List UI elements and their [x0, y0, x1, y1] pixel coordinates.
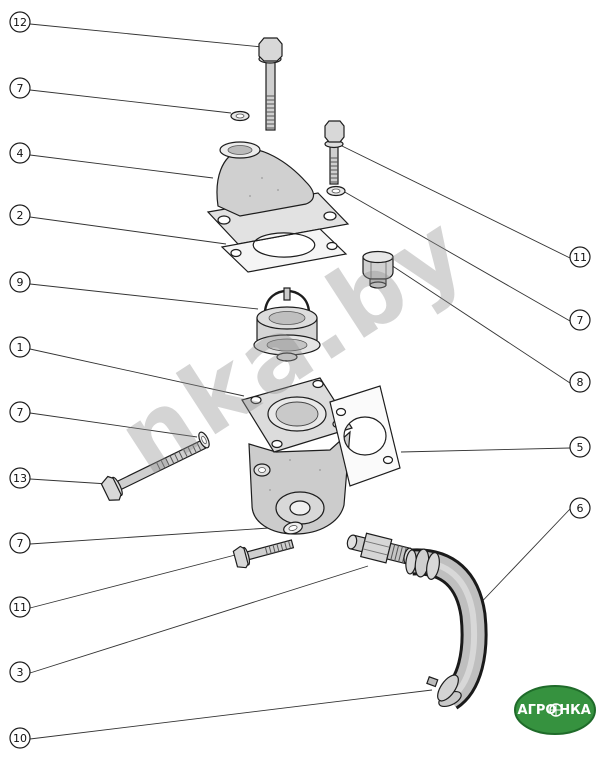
gasket-upper-icon	[220, 228, 348, 273]
leader-line	[29, 154, 214, 179]
washer-icon	[198, 431, 210, 449]
leader-line	[29, 23, 263, 48]
callout-number: 9	[17, 276, 24, 289]
callout-bubble: 7	[9, 401, 31, 423]
leader-line	[471, 508, 571, 613]
callout-bubble: 1	[9, 336, 31, 358]
washer-icon	[326, 185, 346, 197]
parts-layer	[100, 37, 488, 710]
callout-bubble: 11	[9, 596, 31, 618]
callout-number: 7	[17, 537, 24, 550]
thermostat-icon	[253, 287, 321, 362]
callout-number: 7	[17, 406, 24, 419]
callout-bubble: 7	[569, 309, 591, 331]
leader-line	[29, 348, 245, 397]
callout-number: 8	[577, 376, 584, 389]
housing-cover-icon	[206, 141, 350, 245]
plug-icon	[362, 250, 394, 289]
leader-line	[29, 412, 198, 438]
callouts-left: 12 7 4 2 9 1 7 13	[9, 11, 31, 749]
callout-bubble: 3	[9, 661, 31, 683]
logo-text-right: НКА	[559, 703, 591, 718]
callout-bubble: 4	[9, 142, 31, 164]
callout-bubble: 8	[569, 371, 591, 393]
leader-line	[29, 526, 285, 545]
logo-text-left: АГРО	[518, 703, 557, 718]
callout-bubble: 5	[569, 436, 591, 458]
gasket-lower-icon	[329, 385, 401, 487]
callout-bubble: 6	[569, 497, 591, 519]
leader-line	[390, 264, 571, 384]
bolt-lower-icon	[232, 539, 295, 569]
leader-line	[29, 283, 259, 310]
bolt-top-icon	[258, 37, 283, 131]
hose-clamp-icon	[414, 548, 440, 580]
callouts-right: 11 7 8 5 6	[569, 246, 591, 519]
washer-icon	[283, 521, 303, 535]
callout-bubble: 11	[569, 246, 591, 268]
callout-number: 11	[573, 251, 587, 264]
callout-number: 5	[577, 441, 584, 454]
washer-icon	[230, 110, 250, 122]
leader-line	[341, 145, 571, 259]
callout-number: 12	[13, 16, 27, 29]
leader-line	[29, 478, 109, 485]
callout-number: 11	[13, 601, 27, 614]
leader-line	[342, 190, 571, 322]
vendor-logo: АГРО НКА	[514, 685, 596, 735]
leader-lines	[29, 23, 571, 740]
leader-line	[400, 447, 571, 453]
leader-line	[29, 689, 433, 740]
callout-bubble: 7	[9, 532, 31, 554]
callout-number: 13	[13, 472, 27, 485]
callout-bubble: 10	[9, 727, 31, 749]
hose-clamp-icon	[426, 674, 459, 702]
logo-globe-lines	[550, 704, 562, 716]
callout-number: 10	[13, 732, 27, 745]
bolt-upper-right-icon	[324, 120, 345, 185]
callout-number: 1	[17, 341, 24, 354]
leader-line	[29, 565, 369, 674]
callout-bubble: 13	[9, 467, 31, 489]
bolt-long-icon	[100, 439, 207, 501]
hose-elbow-icon	[405, 548, 488, 710]
callout-number: 7	[577, 314, 584, 327]
housing-body-icon	[241, 377, 353, 535]
leader-line	[29, 216, 227, 245]
callout-number: 7	[17, 82, 24, 95]
callout-number: 4	[17, 147, 24, 160]
callout-number: 6	[577, 502, 584, 515]
callout-bubble: 2	[9, 204, 31, 226]
callout-number: 3	[17, 666, 24, 679]
callout-bubble: 12	[9, 11, 31, 33]
callout-bubble: 9	[9, 271, 31, 293]
leader-line	[29, 89, 232, 114]
union-fitting-icon	[346, 532, 414, 565]
callout-bubble: 7	[9, 77, 31, 99]
callout-number: 2	[17, 209, 24, 222]
leader-line	[29, 552, 244, 609]
